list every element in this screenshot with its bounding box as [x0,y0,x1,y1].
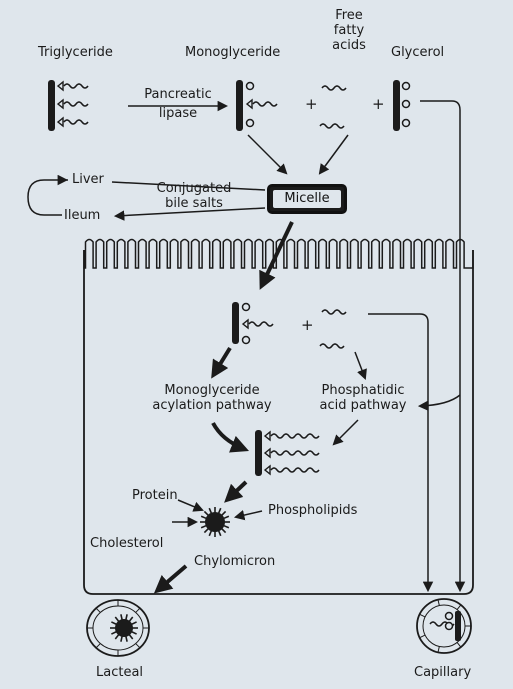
resynthesized-triglyceride [255,430,320,476]
capillary-vessel [416,598,472,654]
pancreatic-lipase-line-2: lipase [158,106,198,121]
acylation-pathway-label: Monoglyceride acylation pathway [138,383,286,413]
intracellular-monoglyceride [232,302,274,345]
chylomicron-particle [200,507,230,537]
glycerol-label: Glycerol [391,45,445,60]
capillary-label: Capillary [414,665,472,680]
phosphatidic-line-1: Phosphatidic [321,383,405,398]
phosphatidic-pathway-label: Phosphatidic acid pathway [308,383,418,413]
free-fatty-acids-line-1: Free [335,8,363,23]
free-fatty-acids-line-3: acids [332,38,366,53]
free-fatty-acids-label: Free fatty acids [320,8,378,53]
glycerol-to-capillary-line [420,100,466,593]
intracellular-fatty-acids [319,309,347,349]
pancreatic-lipase-line-1: Pancreatic [144,87,212,102]
phospholipids-arrow [233,509,263,521]
protein-label: Protein [132,488,178,503]
bile-salts-line-2: bile salts [165,196,223,211]
plus-sign-1: + [305,95,318,113]
ileum-label: Ileum [64,208,101,223]
enterocyte-cell [83,238,474,595]
liver-label: Liver [72,172,104,187]
lacteal-vessel [86,599,150,657]
mono-to-acylation-arrow [211,346,232,379]
plus-sign-3: + [301,316,314,334]
triglyceride-molecule [48,80,89,131]
acylation-line-2: acylation pathway [152,398,272,413]
conjugated-bile-salts-label: Conjugated bile salts [146,181,242,211]
micelle-entry-arrow [259,221,294,290]
monoglyceride-molecule [236,80,278,131]
phospholipids-label: Phospholipids [268,503,358,518]
triglyceride-to-chylomicron-arrow [224,480,248,503]
bile-salt-cycle [27,174,266,221]
chylomicron-to-lacteal-arrow [153,564,188,594]
ffa-to-micelle-arrow [318,134,349,175]
glycerol-to-phosphatidic-arrow [417,394,461,411]
monoglyceride-label: Monoglyceride [185,45,281,60]
pancreatic-lipase-label: Pancreatic lipase [132,87,224,121]
chylomicron-label: Chylomicron [194,554,276,569]
fatty-acid-to-capillary-line [368,313,434,593]
plus-sign-2: + [372,95,385,113]
lacteal-label: Lacteal [96,665,144,680]
mono-to-micelle-arrow [247,134,288,175]
micelle-label: Micelle [273,190,341,208]
acylation-line-1: Monoglyceride [164,383,260,398]
micelle-box: Micelle [267,184,347,214]
free-fatty-acids-molecule [319,85,347,129]
free-fatty-acids-line-2: fatty [333,23,365,38]
ffa-to-phosphatidic-arrow [354,351,367,380]
glycerol-molecule [393,80,411,131]
bile-salts-line-1: Conjugated [156,181,232,196]
acylation-to-triglyceride-arrow [211,422,249,453]
protein-arrow [177,499,204,512]
phosphatidic-line-2: acid pathway [319,398,407,413]
triglyceride-label: Triglyceride [38,45,113,60]
phosphatidic-to-triglyceride-arrow [332,419,359,446]
cholesterol-label: Cholesterol [90,536,164,551]
